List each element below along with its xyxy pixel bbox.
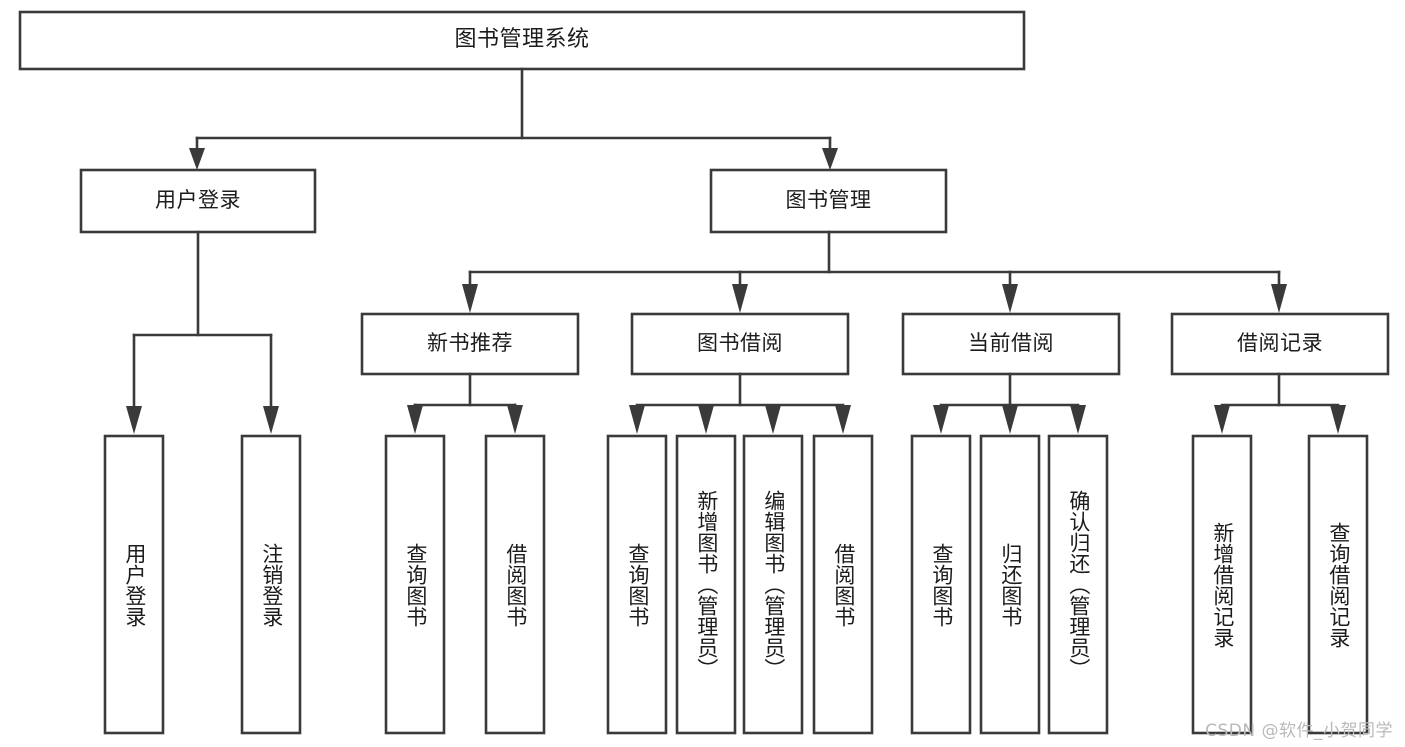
node-leaf-return-book[interactable] [979,434,1041,735]
arrowhead-leaf-add-record [1214,405,1230,434]
node-book-borrow[interactable] [630,312,850,376]
arrowhead-leaf-borrow-book-1 [507,405,523,434]
arrowhead-book-borrow [732,284,748,313]
arrowhead-leaf-confirm-return [1070,405,1086,434]
node-new-book-recommend[interactable] [360,312,580,376]
arrowhead-leaf-query-book-3 [933,405,949,434]
arrowhead-user-login [189,148,205,170]
node-leaf-user-login[interactable] [103,434,165,735]
node-leaf-add-record[interactable] [1191,434,1253,735]
node-leaf-confirm-return[interactable] [1047,434,1109,735]
arrowhead-borrow-record [1271,284,1287,313]
arrowhead-book-manage [822,148,838,170]
node-leaf-borrow-book-1[interactable] [484,434,546,735]
node-leaf-add-book[interactable] [675,434,737,735]
arrowhead-leaf-add-book [698,405,714,434]
arrowhead-current-borrow [1002,284,1018,313]
node-root[interactable] [18,10,1026,71]
watermark: CSDN @软件_小贺同学 [1205,721,1393,741]
node-leaf-borrow-book-2[interactable] [812,434,874,735]
arrowhead-leaf-user-login [126,406,142,434]
node-leaf-logout-login[interactable] [240,434,302,735]
arrowhead-leaf-return-book [1002,405,1018,434]
arrowhead-new-book-recommend [462,284,478,313]
node-current-borrow[interactable] [901,312,1121,376]
node-book-manage[interactable] [709,168,948,234]
arrowhead-leaf-query-book-2 [629,405,645,434]
node-leaf-query-book-1[interactable] [384,434,446,735]
arrowhead-leaf-logout-login [263,406,279,434]
node-user-login[interactable] [79,168,317,234]
arrowhead-leaf-query-record [1330,405,1346,434]
node-leaf-query-book-2[interactable] [606,434,668,735]
node-leaf-edit-book[interactable] [742,434,804,735]
node-leaf-query-book-3[interactable] [910,434,972,735]
arrowhead-leaf-borrow-book-2 [835,405,851,434]
node-borrow-record[interactable] [1170,312,1390,376]
arrowhead-leaf-edit-book [765,405,781,434]
node-leaf-query-record[interactable] [1307,434,1369,735]
arrowhead-leaf-query-book-1 [407,405,423,434]
